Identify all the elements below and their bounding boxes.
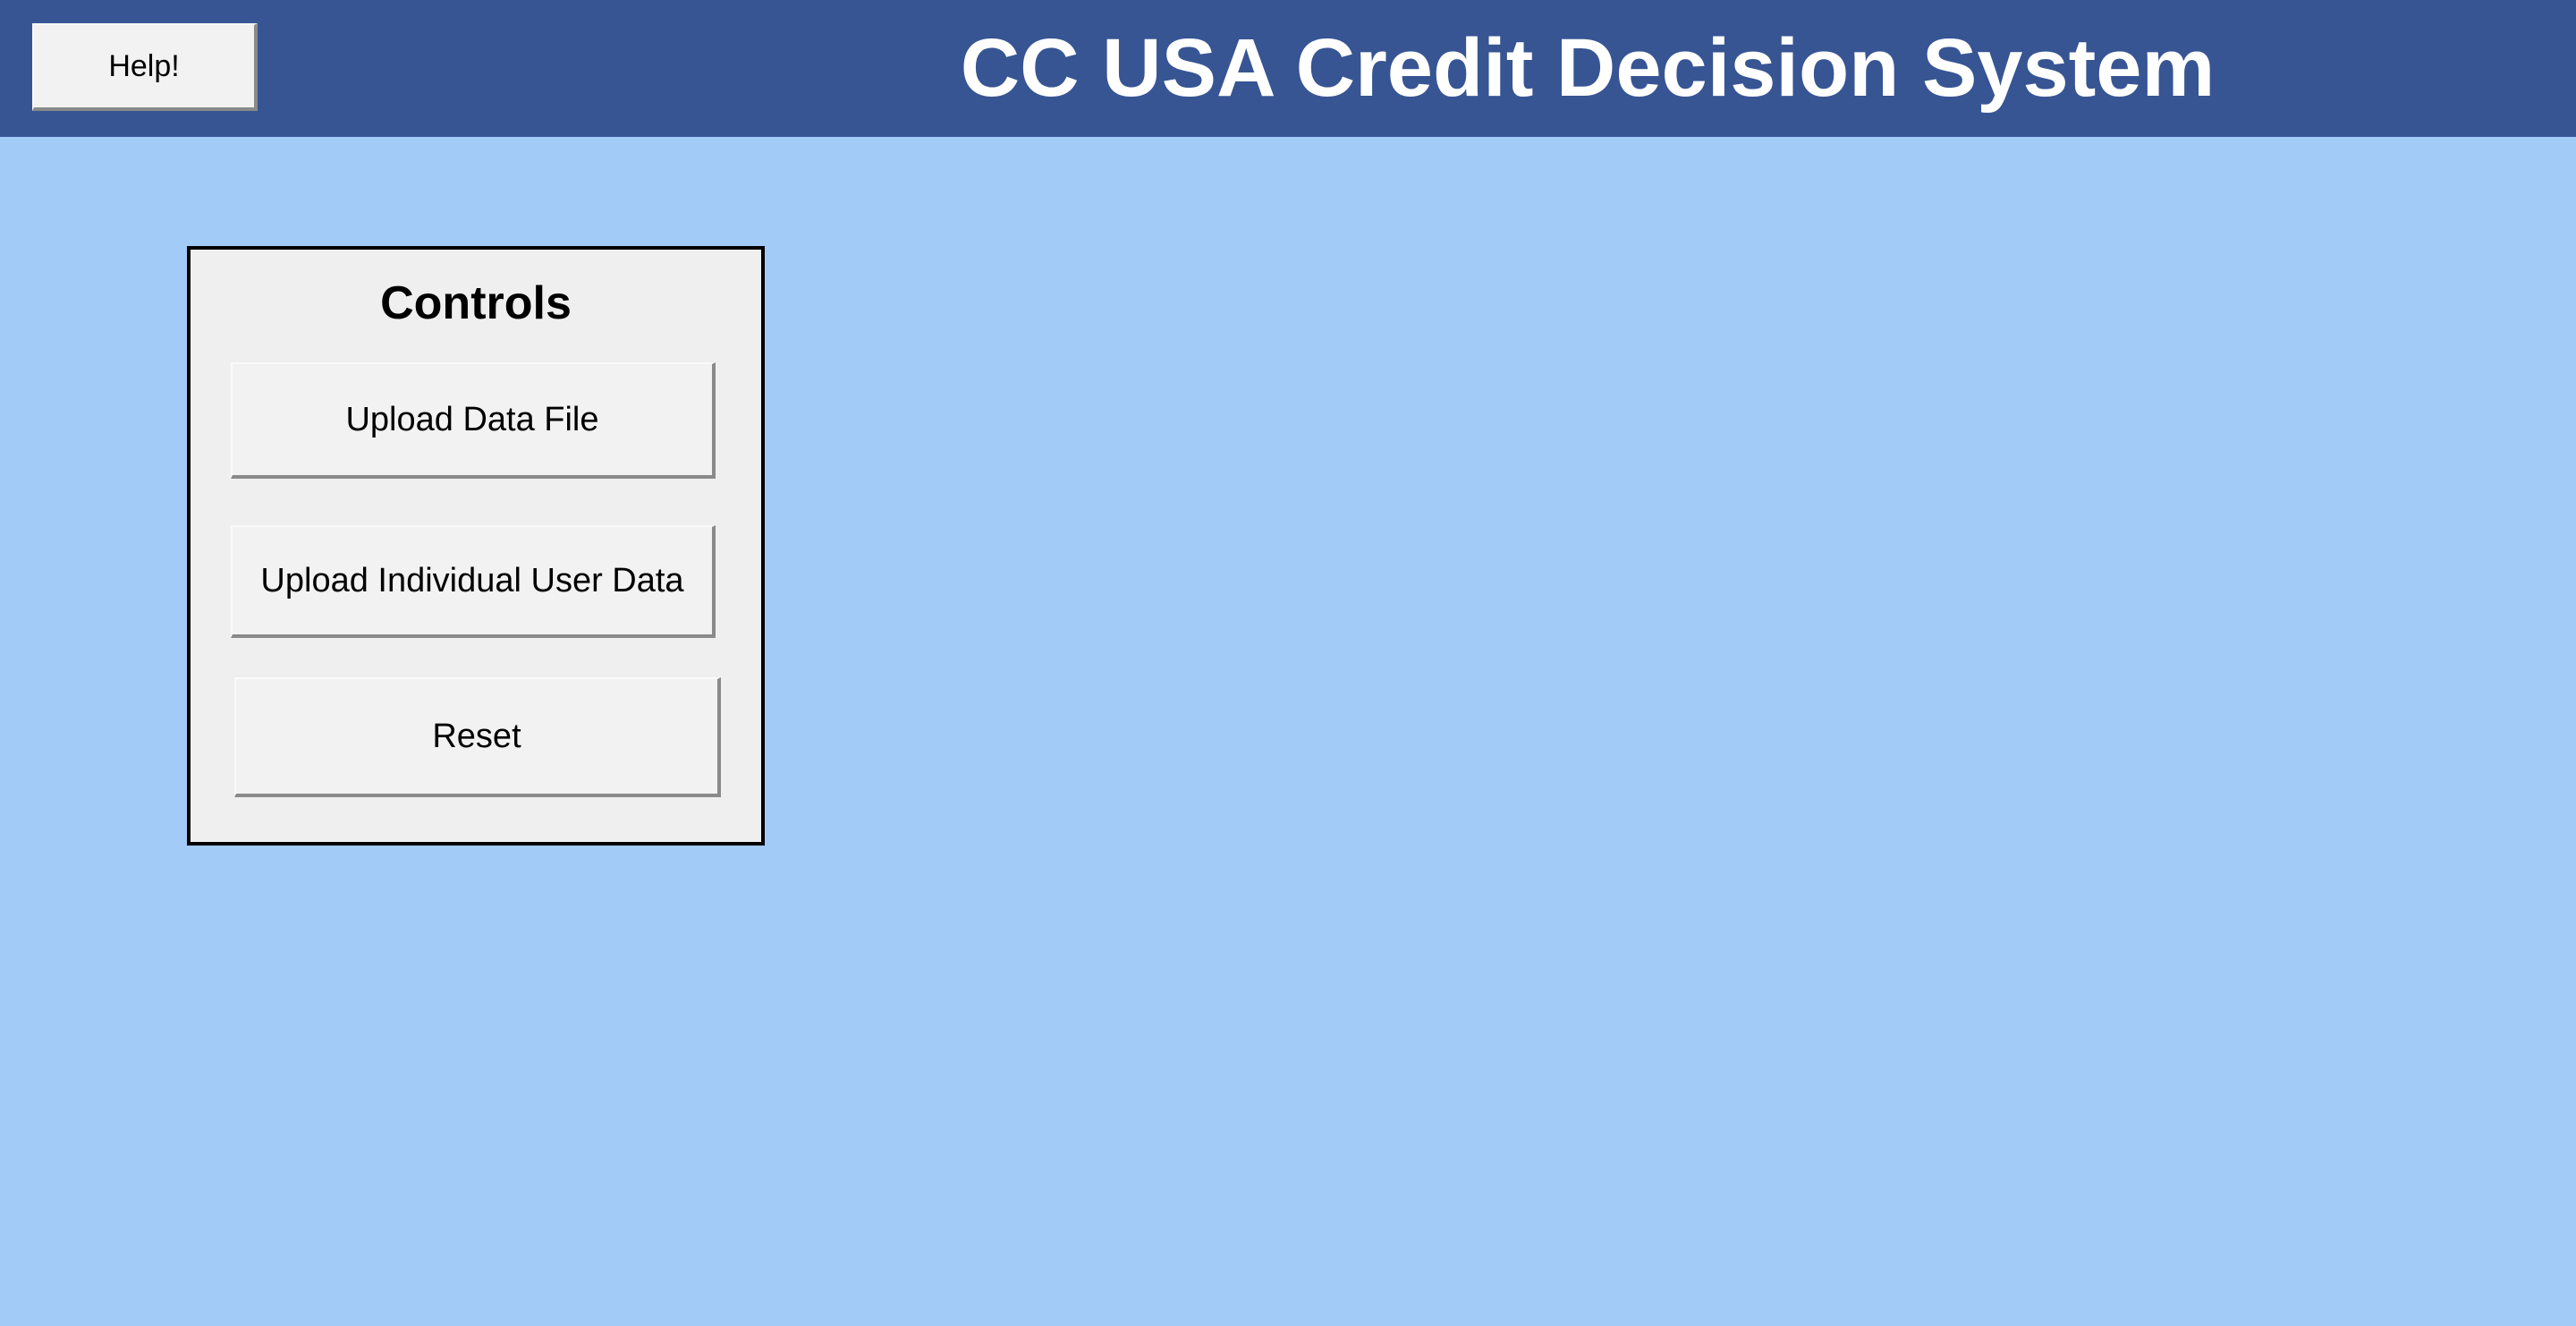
header-bar: Help! CC USA Credit Decision System [0, 0, 2576, 137]
controls-panel: Controls Upload Data File Upload Individ… [187, 246, 765, 846]
help-button[interactable]: Help! [32, 23, 258, 111]
upload-data-file-button[interactable]: Upload Data File [231, 362, 716, 479]
page-title: CC USA Credit Decision System [960, 22, 2216, 114]
reset-button[interactable]: Reset [234, 677, 721, 797]
controls-title: Controls [380, 277, 572, 329]
upload-individual-user-data-button[interactable]: Upload Individual User Data [231, 525, 716, 638]
